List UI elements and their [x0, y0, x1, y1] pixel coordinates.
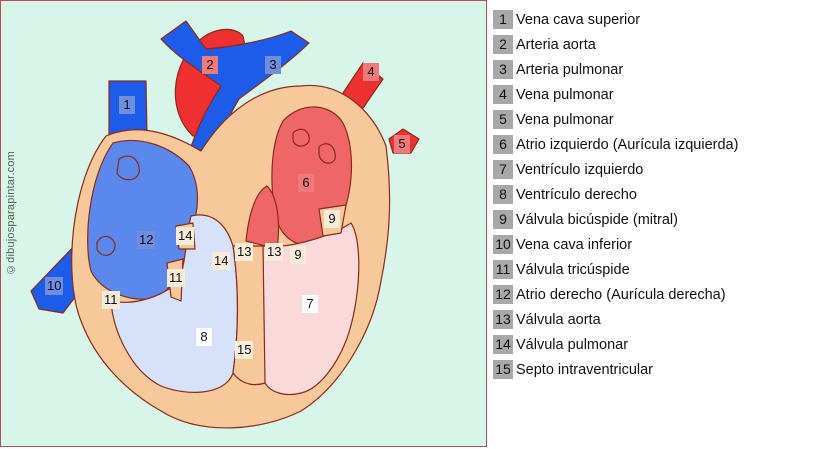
legend-text: Vena pulmonar: [516, 111, 614, 128]
legend-text: Vena cava inferior: [516, 236, 633, 253]
label-8: 8: [196, 328, 212, 346]
atrio-izquierdo-detail-2: [318, 143, 336, 164]
atrio-izquierdo-detail-1: [292, 128, 310, 147]
aortic-root-shape: [245, 185, 280, 250]
label-5: 5: [394, 135, 410, 153]
legend-number: 14: [493, 335, 513, 354]
legend-number: 13: [493, 310, 513, 329]
legend-number: 1: [493, 10, 513, 29]
label-11-a: 11: [167, 269, 185, 287]
legend-text: Atrio izquierdo (Aurícula izquierda): [516, 136, 739, 153]
legend-number: 2: [493, 35, 513, 54]
legend-text: Válvula bicúspide (mitral): [516, 211, 678, 228]
label-11-b: 11: [102, 291, 120, 309]
legend-number: 15: [493, 360, 513, 379]
legend-number: 7: [493, 160, 513, 179]
label-13-b: 13: [265, 243, 284, 261]
atrio-derecho-detail-1: [116, 155, 140, 181]
atrio-derecho-detail-2: [96, 235, 116, 256]
legend-number: 10: [493, 235, 513, 254]
legend-text: Atrio derecho (Aurícula derecha): [516, 286, 726, 303]
legend-text: Válvula pulmonar: [516, 336, 629, 353]
legend-number: 9: [493, 210, 513, 229]
watermark-text: ©dibujosparapintar.com: [5, 151, 17, 276]
label-12: 12: [137, 231, 156, 249]
legend-text: Septo intraventricular: [516, 361, 654, 378]
label-15: 15: [235, 341, 254, 359]
label-13-a: 13: [235, 243, 254, 261]
label-4: 4: [363, 63, 379, 81]
legend-text: Válvula tricúspide: [516, 261, 630, 278]
label-7: 7: [302, 295, 318, 313]
legend-number: 5: [493, 110, 513, 129]
legend-text: Arteria aorta: [516, 36, 596, 53]
legend-text: Arteria pulmonar: [516, 61, 624, 78]
legend-text: Vena pulmonar: [516, 86, 614, 103]
legend-number: 4: [493, 85, 513, 104]
legend-text: Vena cava superior: [516, 11, 641, 28]
label-9-a: 9: [324, 210, 340, 228]
legend-number: 3: [493, 60, 513, 79]
legend-number: 6: [493, 135, 513, 154]
legend-text: Ventrículo izquierdo: [516, 161, 644, 178]
label-10: 10: [45, 277, 64, 295]
legend-text: Ventrículo derecho: [516, 186, 637, 203]
legend-number: 8: [493, 185, 513, 204]
legend-number: 12: [493, 285, 513, 304]
label-9-b: 9: [290, 246, 306, 264]
label-14-a: 14: [176, 227, 195, 245]
label-3: 3: [265, 56, 281, 74]
label-1: 1: [119, 96, 135, 114]
heart-diagram-panel: ©dibujosparapintar.com 1 2 3 4 5 6 7 8 9…: [0, 0, 487, 447]
septo-shape: [232, 245, 266, 386]
legend-number: 11: [493, 260, 513, 279]
heart-illustration: [30, 20, 420, 429]
label-14-b: 14: [212, 252, 231, 270]
label-2: 2: [202, 56, 218, 74]
legend-text: Válvula aorta: [516, 311, 601, 328]
label-6: 6: [298, 174, 314, 192]
